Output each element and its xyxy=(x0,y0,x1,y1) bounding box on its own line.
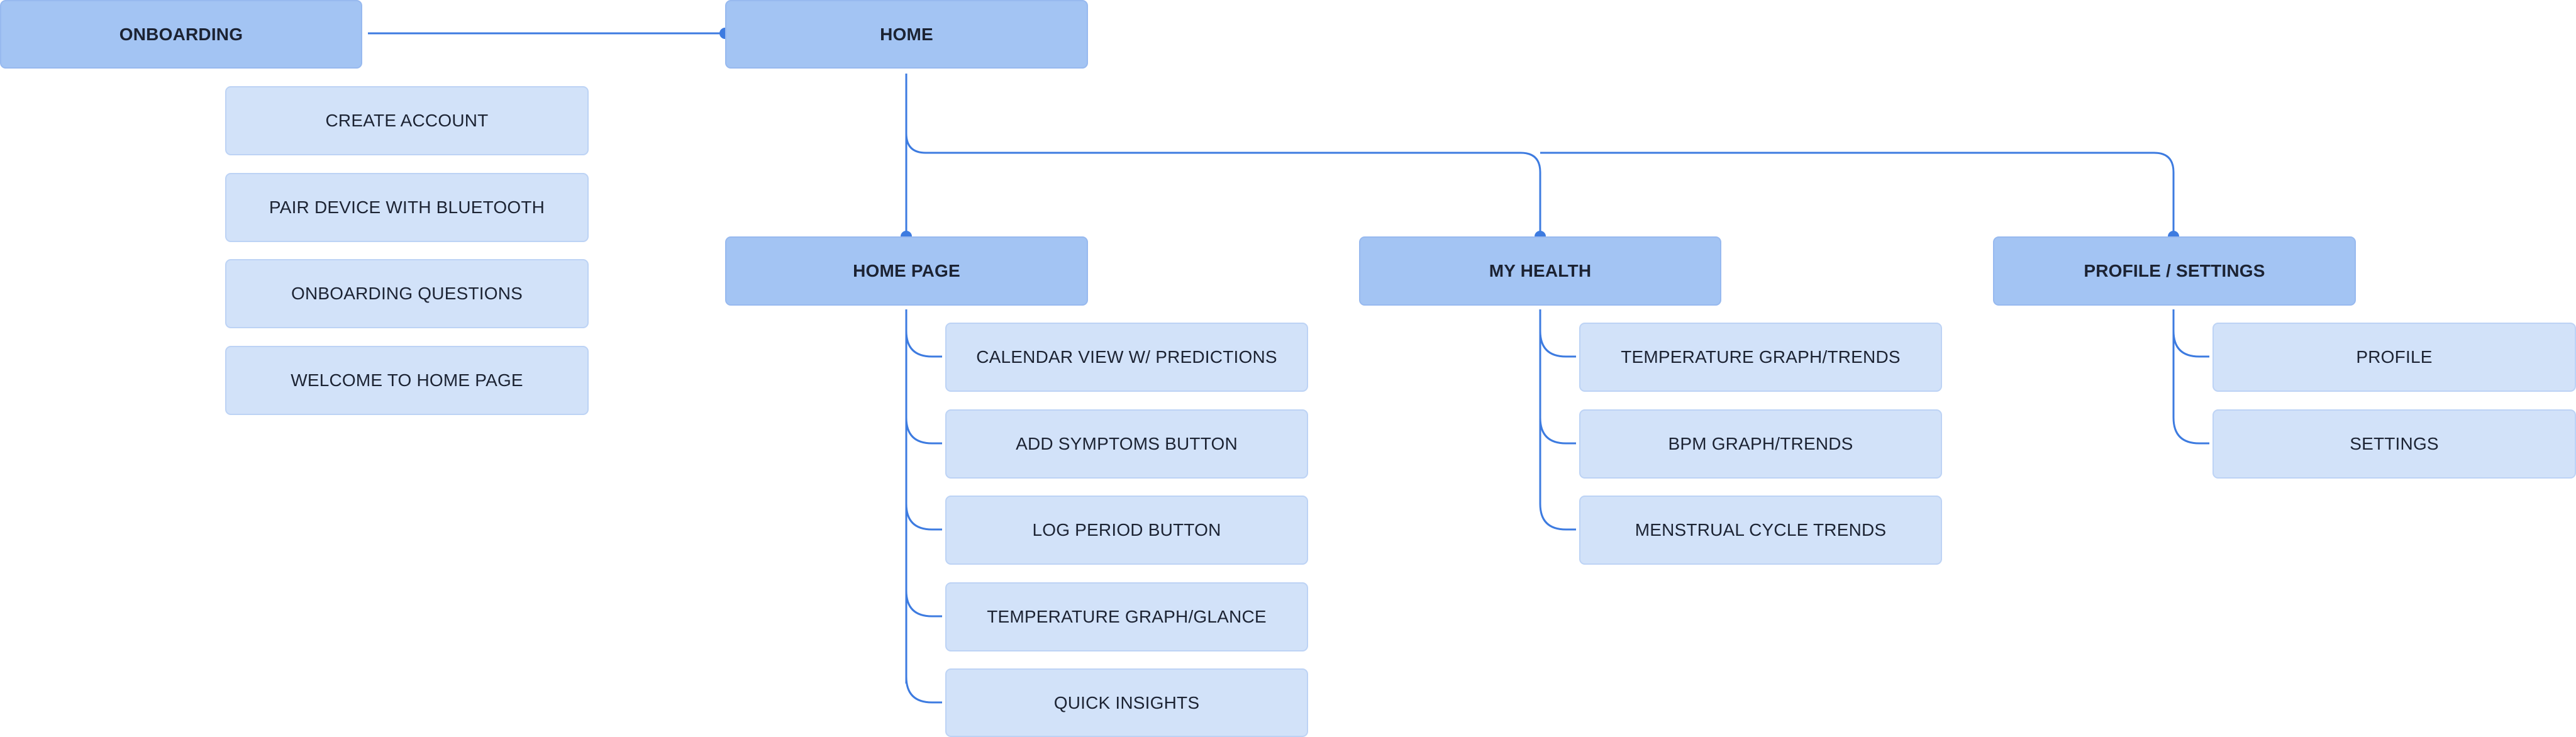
connector-home-bus xyxy=(905,133,1541,236)
connector-temp-trends xyxy=(1539,330,1576,358)
connector-temp-glance xyxy=(905,590,942,618)
connector-add-symptoms xyxy=(905,417,942,445)
node-onboarding-questions: ONBOARDING QUESTIONS xyxy=(225,259,589,328)
connector-log-period xyxy=(905,503,942,531)
node-temp-trends: TEMPERATURE GRAPH/TRENDS xyxy=(1579,323,1942,392)
node-create-account: CREATE ACCOUNT xyxy=(225,86,589,155)
node-pair-device: PAIR DEVICE WITH BLUETOOTH xyxy=(225,173,589,242)
connector-bpm-trends xyxy=(1539,417,1576,445)
node-onboarding: ONBOARDING xyxy=(0,0,362,69)
connector-menstrual-trends xyxy=(1539,503,1576,531)
node-home: HOME xyxy=(725,0,1088,69)
connector-bus-profile xyxy=(1540,152,2175,236)
node-add-symptoms: ADD SYMPTOMS BUTTON xyxy=(945,409,1308,479)
node-log-period: LOG PERIOD BUTTON xyxy=(945,496,1308,565)
node-temp-glance: TEMPERATURE GRAPH/GLANCE xyxy=(945,582,1308,651)
node-home-page: HOME PAGE xyxy=(725,236,1088,306)
node-bpm-trends: BPM GRAPH/TRENDS xyxy=(1579,409,1942,479)
node-menstrual-trends: MENSTRUAL CYCLE TRENDS xyxy=(1579,496,1942,565)
node-welcome-home: WELCOME TO HOME PAGE xyxy=(225,346,589,415)
node-profile-settings: PROFILE / SETTINGS xyxy=(1993,236,2356,306)
node-profile: PROFILE xyxy=(2212,323,2576,392)
connector-calendar xyxy=(905,330,942,358)
connector-profile xyxy=(2172,330,2209,358)
connector-settings xyxy=(2172,417,2209,445)
node-settings: SETTINGS xyxy=(2212,409,2576,479)
connector-quick-insights xyxy=(905,676,942,704)
node-calendar-view: CALENDAR VIEW W/ PREDICTIONS xyxy=(945,323,1308,392)
node-quick-insights: QUICK INSIGHTS xyxy=(945,668,1308,737)
node-my-health: MY HEALTH xyxy=(1359,236,1721,306)
